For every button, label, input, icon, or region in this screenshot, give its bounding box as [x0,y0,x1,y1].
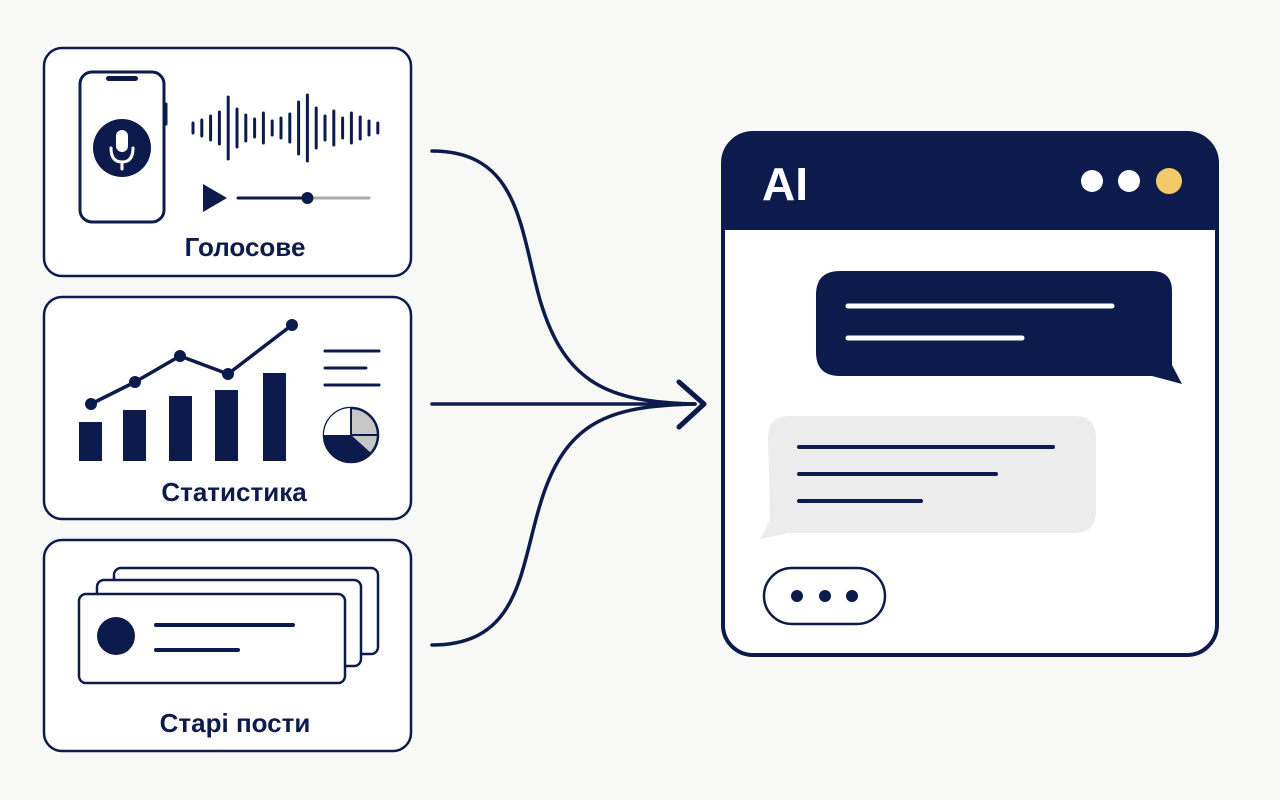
connector-voice [430,149,697,406]
typing-indicator [762,566,887,626]
bar-line-chart-icon [79,319,298,461]
outgoing-message-bubble [816,271,1182,384]
chart-bar [169,396,192,461]
pie-chart-icon [322,406,380,464]
flow-connectors [430,149,707,647]
chart-point [222,368,234,380]
microphone-icon [93,119,151,177]
ai-chat-window: AI [721,131,1219,657]
window-dot[interactable] [1081,170,1103,192]
source-card-posts: Старі пости [42,538,413,753]
audio-waveform-icon [191,93,380,163]
incoming-message-bubble [760,416,1096,539]
chart-point [85,398,97,410]
chart-bar [79,422,102,461]
window-titlebar [723,133,1217,230]
chart-point [174,350,186,362]
window-dot[interactable] [1118,170,1140,192]
text-lines-icon [323,349,381,387]
window-title: AI [762,158,808,210]
chart-point [129,376,141,388]
card-label-posts: Старі пости [160,708,311,738]
connector-posts [430,402,697,647]
chart-bar [263,373,286,461]
stacked-posts-icon [77,566,380,685]
card-label-voice: Голосове [185,232,306,262]
source-card-voice: Голосове [42,46,413,278]
source-card-stats: Статистика [42,295,413,521]
chart-bar [123,410,146,461]
window-dot-highlight[interactable] [1156,168,1182,194]
chart-bar [215,390,238,461]
arrow-head-icon [676,379,707,430]
card-label-stats: Статистика [161,477,307,507]
audio-player [203,184,371,212]
avatar [97,617,135,655]
chart-point [286,319,298,331]
play-icon[interactable] [203,184,227,212]
progress-knob[interactable] [301,192,314,204]
